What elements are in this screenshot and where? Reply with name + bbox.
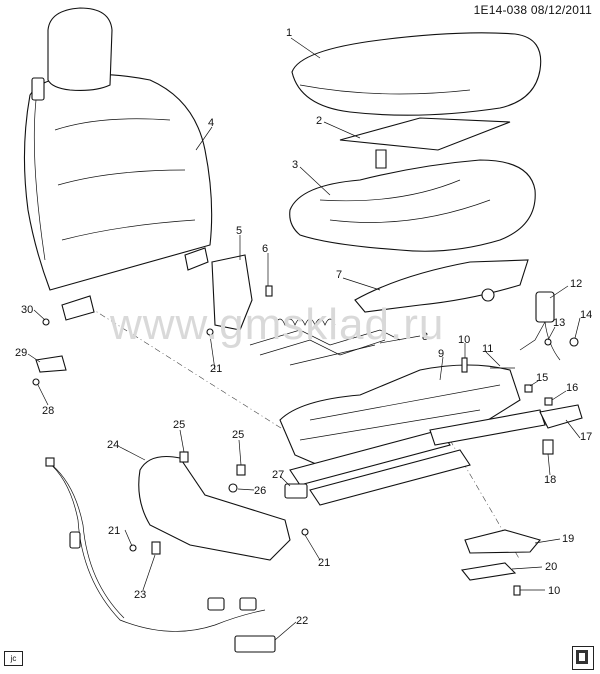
callout-10: 10	[458, 334, 470, 346]
callout-5: 5	[236, 225, 242, 237]
callout-18: 18	[544, 474, 556, 486]
side-shield-part	[138, 455, 291, 561]
callout-27: 27	[272, 469, 284, 481]
callout-9: 9	[438, 348, 444, 360]
heater-mat-part	[339, 117, 511, 151]
track-cover-part	[460, 562, 517, 581]
clip-part	[524, 384, 533, 393]
callout-14: 14	[580, 309, 592, 321]
switch-part	[284, 483, 308, 499]
fastener-part	[301, 528, 309, 536]
cap-part	[542, 439, 554, 455]
callout-1: 1	[286, 27, 292, 39]
callout-21-upper: 21	[210, 363, 222, 375]
seat-back-part	[23, 7, 213, 321]
fastener-part	[42, 318, 50, 326]
bracket-part	[211, 254, 253, 331]
fastener-part	[129, 544, 137, 552]
callout-4: 4	[208, 117, 214, 129]
callout-26: 26	[254, 485, 266, 497]
bolt-part	[513, 585, 521, 596]
callout-21-left: 21	[108, 525, 120, 537]
bracket-part	[35, 355, 67, 373]
leader-lines	[27, 37, 581, 641]
callout-16: 16	[566, 382, 578, 394]
fastener-part	[544, 338, 552, 346]
side-trim-part	[354, 259, 529, 313]
clip-part	[151, 541, 161, 555]
callout-10-lower: 10	[548, 585, 560, 597]
callout-20: 20	[545, 561, 557, 573]
seat-frame-part	[279, 364, 546, 506]
wiring-harness-part	[45, 457, 276, 653]
callout-23: 23	[134, 589, 146, 601]
bolt-part	[265, 285, 273, 297]
bolt-part	[544, 397, 553, 406]
seat-belt-buckle-part	[519, 291, 561, 361]
track-bracket-part	[464, 529, 541, 554]
corner-tag: jc	[4, 651, 23, 666]
callout-24: 24	[107, 439, 119, 451]
diagram-date: 08/12/2011	[530, 3, 592, 17]
seat-cushion-cover-part	[289, 159, 536, 252]
reference-line	[449, 439, 521, 561]
callout-29: 29	[15, 347, 27, 359]
seat-spring-part	[249, 318, 401, 366]
diagram-code: 1E14-038	[473, 3, 528, 17]
callout-30: 30	[21, 304, 33, 316]
callout-25-right: 25	[232, 429, 244, 441]
watermark-text: www.gmsklad.ru	[110, 300, 445, 349]
callout-13: 13	[553, 317, 565, 329]
trim-cover-part	[539, 404, 583, 429]
callout-25-left: 25	[173, 419, 185, 431]
callout-17: 17	[580, 431, 592, 443]
fastener-part	[569, 337, 579, 347]
callout-6: 6	[262, 243, 268, 255]
callout-8: 8	[422, 331, 428, 343]
callout-15: 15	[536, 372, 548, 384]
callout-19: 19	[562, 533, 574, 545]
diagram-header: 1E14-038 08/12/2011	[474, 3, 592, 17]
seat-cushion-pad-part	[291, 32, 542, 116]
callout-2: 2	[316, 115, 322, 127]
callout-7: 7	[336, 269, 342, 281]
reference-line	[77, 299, 301, 441]
callout-21-right: 21	[318, 557, 330, 569]
publisher-logo-icon	[572, 646, 594, 670]
callout-labels: 1 2 3 4 5 6 7 8 9 10 11 12 13 14 15 16 1…	[15, 27, 592, 627]
callout-22: 22	[296, 615, 308, 627]
callout-12: 12	[570, 278, 582, 290]
callout-11: 11	[482, 343, 493, 355]
fastener-part	[32, 378, 40, 386]
callout-28: 28	[42, 405, 54, 417]
callout-3: 3	[292, 159, 298, 171]
